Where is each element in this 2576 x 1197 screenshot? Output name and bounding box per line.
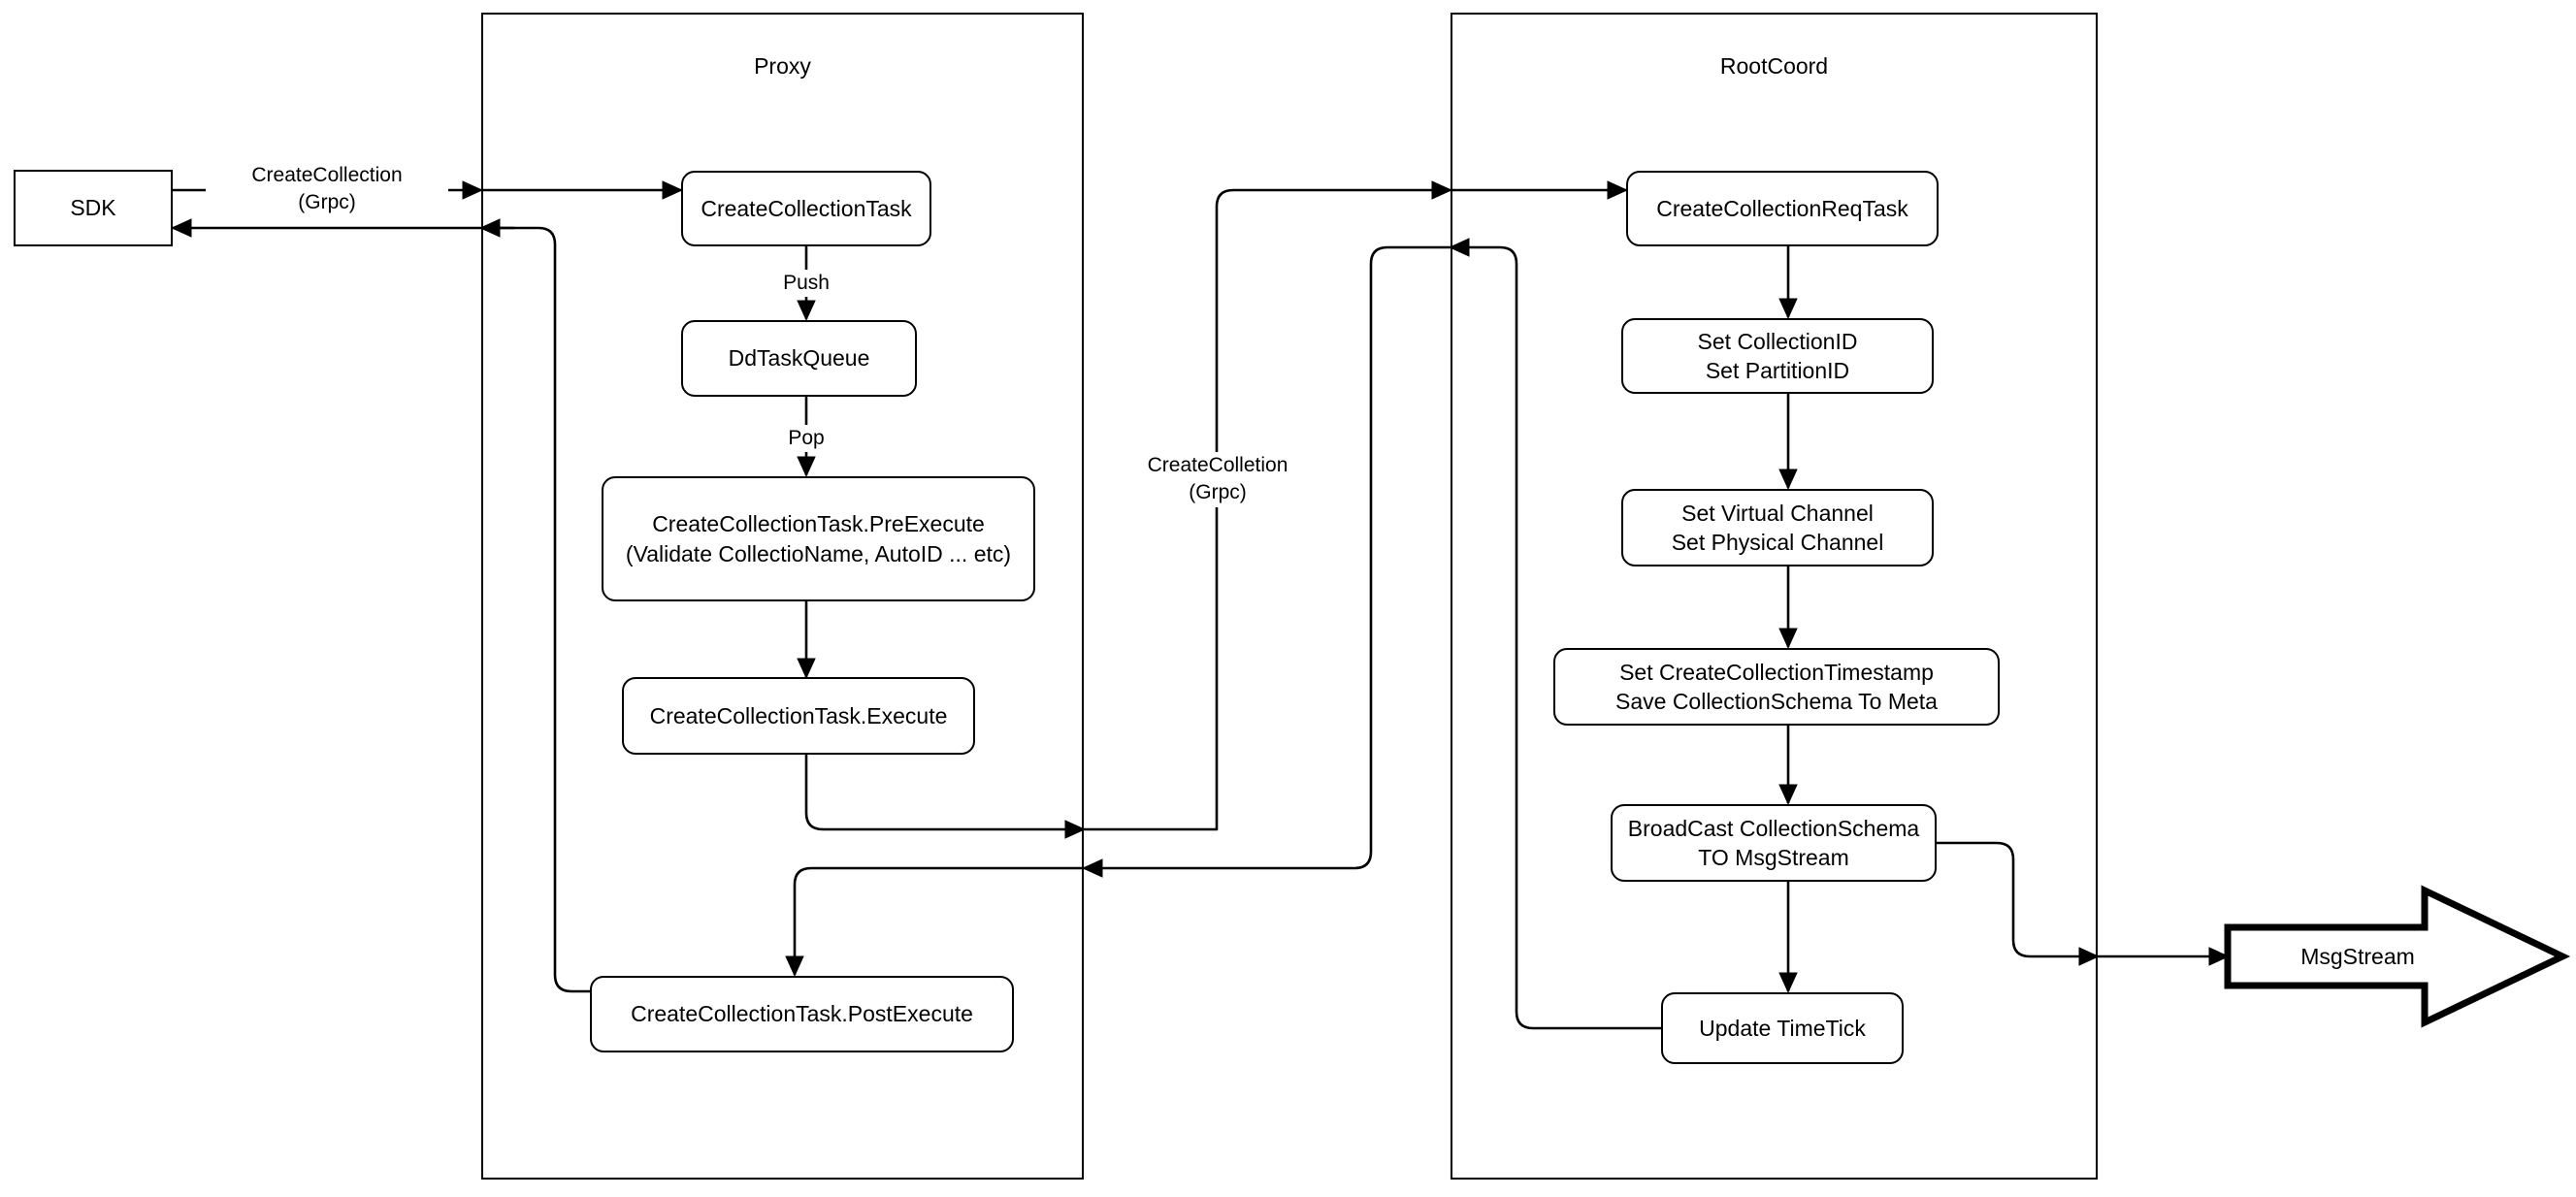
edge-gap-up-to-rootcoord: [1084, 180, 1452, 831]
node-set-timestamp[interactable]: Set CreateCollectionTimestamp Save Colle…: [1553, 648, 2000, 726]
edge-return-gap: [1082, 245, 1451, 878]
edge-label-pop: Pop: [758, 425, 855, 453]
node-set-channels[interactable]: Set Virtual Channel Set Physical Channel: [1621, 489, 1934, 566]
node-execute[interactable]: CreateCollectionTask.Execute: [622, 677, 975, 755]
node-broadcast[interactable]: BroadCast CollectionSchema TO MsgStream: [1611, 804, 1937, 882]
container-proxy: [481, 13, 1084, 1180]
node-create-collection-task[interactable]: CreateCollectionTask: [681, 171, 931, 246]
container-proxy-title: Proxy: [754, 53, 811, 79]
node-update-timetick[interactable]: Update TimeTick: [1661, 992, 1904, 1064]
edge-label-push: Push: [758, 270, 855, 298]
container-rootcoord-title: RootCoord: [1719, 53, 1829, 79]
node-msgstream-label: MsgStream: [2300, 944, 2415, 969]
node-set-ids[interactable]: Set CollectionID Set PartitionID: [1621, 318, 1934, 394]
edge-label-proxy-to-rootcoord: CreateColletion (Grpc): [1121, 452, 1315, 507]
node-post-execute[interactable]: CreateCollectionTask.PostExecute: [590, 976, 1014, 1052]
node-dd-task-queue[interactable]: DdTaskQueue: [681, 320, 917, 397]
node-sdk[interactable]: SDK: [14, 170, 173, 246]
container-rootcoord: [1451, 13, 2098, 1180]
node-create-collection-req-task[interactable]: CreateCollectionReqTask: [1626, 171, 1939, 246]
node-pre-execute[interactable]: CreateCollectionTask.PreExecute (Validat…: [602, 476, 1035, 601]
edge-label-sdk-to-proxy: CreateCollection (Grpc): [206, 162, 448, 217]
